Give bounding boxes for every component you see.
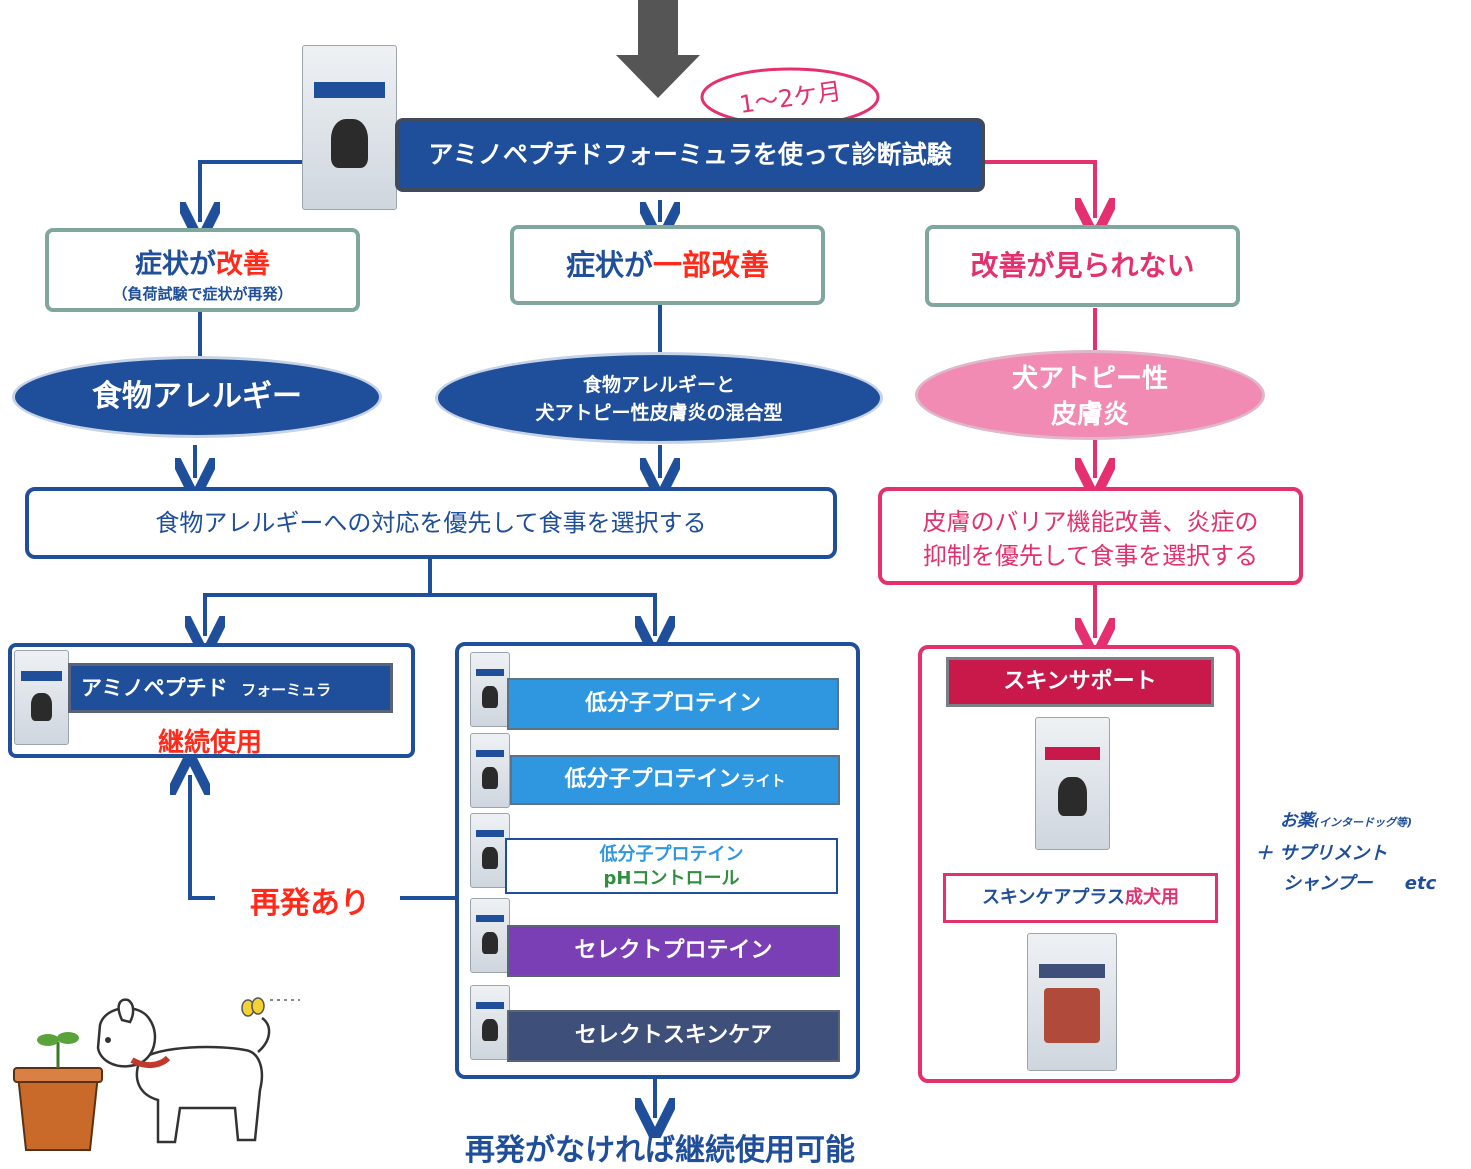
extras-supplement: ＋ サプリメント [1255,843,1388,864]
skin-careplus-highlight: 成犬用 [1125,887,1180,908]
outcome-none-title: 改善が見られない [970,249,1195,282]
continue-product-bar: アミノペプチド フォーミュラ [68,663,393,713]
dog-icon [96,998,271,1144]
product-bar-3-suffix: pHコントロール [603,868,740,889]
diagnosis-atopy: 犬アトピー性 皮膚炎 [915,350,1265,440]
skin-support-bag-image [1035,717,1110,850]
diagnosis-mixed-line1: 食物アレルギーと [582,374,735,396]
diagnosis-mixed-line2: 犬アトピー性皮膚炎の混合型 [535,402,783,424]
extras-etc: etc [1404,873,1437,894]
food-priority-action: 食物アレルギーへの対応を優先して食事を選択する [25,487,837,559]
line-to-none [985,160,1095,218]
extras-medicine: お薬 [1280,811,1314,831]
extras-block: お薬(インタードッグ等) ＋ サプリメント シャンプー etc [1255,806,1465,895]
skin-careplus-bag-image [1027,933,1117,1071]
continue-product-main: アミノペプチド [81,676,228,700]
outcome-partial-highlight: 一部改善 [653,248,770,282]
product-bag-4 [470,898,510,973]
product-bag-3 [470,813,510,888]
product-bar-2-name: 低分子プロテイン [564,767,741,792]
continue-bag-image [14,650,69,745]
skin-support-bar: スキンサポート [946,657,1214,707]
continue-product-sub: フォーミュラ [241,681,332,699]
dog-illustration [13,997,300,1151]
extras-shampoo: シャンプー [1283,873,1373,894]
product-bar-2-suffix: ライト [740,772,786,790]
product-bar-3-name: 低分子プロテイン [599,844,744,865]
diagnosis-atopy-line2: 皮膚炎 [1050,400,1129,430]
product-bag-5 [470,985,510,1060]
aminopeptide-bag-image [302,45,397,210]
skin-careplus-main: スキンケアプラス [981,887,1126,908]
product-bar-4: セレクトプロテイン [507,925,840,977]
butterfly-icon [241,997,300,1017]
product-bar-5: セレクトスキンケア [507,1010,840,1062]
skin-priority-line1: 皮膚のバリア機能改善、炎症の [922,508,1259,536]
outcome-improved-sub: （負荷試験で症状が再発） [112,285,293,303]
line-split [205,558,432,636]
product-bar-2: 低分子プロテインライト [510,755,840,805]
final-note: 再発がなければ継続使用可能 [465,1133,855,1168]
outcome-none-box: 改善が見られない [925,225,1240,307]
diagnosis-mixed: 食物アレルギーと 犬アトピー性皮膚炎の混合型 [435,352,883,444]
outcome-partial-title: 症状が [565,248,653,282]
diagnostic-trial-bar: アミノペプチドフォーミュラを使って診断試験 [395,118,985,192]
product-bag-1 [470,652,510,727]
outcome-improved-title: 症状が [135,249,216,280]
outcome-improved-highlight: 改善 [216,249,270,280]
line-split-right [430,593,655,636]
outcome-partial-box: 症状が一部改善 [510,225,825,305]
diagnosis-food-allergy: 食物アレルギー [12,356,382,438]
product-bag-2 [470,733,510,808]
product-bar-3: 低分子プロテイン pHコントロール [505,838,838,894]
skin-careplus-label: スキンケアプラス成犬用 [943,873,1218,923]
line-relapse-up [190,775,215,900]
extras-medicine-note: (インタードッグ等) [1314,816,1413,829]
relapse-label: 再発あり [250,886,370,921]
skin-priority-action: 皮膚のバリア機能改善、炎症の 抑制を優先して食事を選択する [878,487,1303,585]
product-bar-1: 低分子プロテイン [507,678,839,730]
diagnosis-atopy-line1: 犬アトピー性 [1011,364,1168,394]
skin-priority-line2: 抑制を優先して食事を選択する [922,542,1259,570]
continue-status: 継続使用 [157,728,262,758]
outcome-improved-box: 症状が改善 （負荷試験で症状が再発） [45,228,360,312]
flowerpot-icon [13,1032,103,1151]
down-arrow-icon [616,0,700,98]
